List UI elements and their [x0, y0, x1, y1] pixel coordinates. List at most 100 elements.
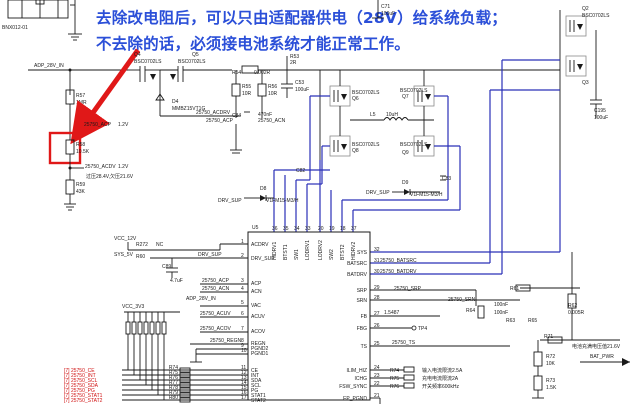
- u5-pin-num-13: 13: [241, 375, 247, 381]
- net-acdv: 25750_ACDV: [85, 164, 116, 170]
- u5-pin-vac: VAC: [251, 303, 261, 309]
- svg-text:R54: R54: [232, 70, 241, 76]
- svg-text:C82: C82: [296, 168, 305, 174]
- net-acdv-voltage: 1.2V: [118, 164, 129, 170]
- u5-pin-acp: ACP: [251, 281, 262, 287]
- u5-pin-acov: ACOV: [251, 329, 266, 335]
- u5-pin-hidrv1: HIDRV1: [272, 242, 278, 260]
- tp4: TP4: [418, 326, 427, 332]
- ilim-note: 输入电流限流2.5A: [422, 367, 463, 374]
- svg-text:100uF: 100uF: [594, 115, 608, 121]
- resistor-signal-6: R79: [169, 390, 178, 396]
- signal-25750-sda: [7] 25750_SDA: [64, 383, 99, 389]
- svg-text:R63: R63: [506, 318, 515, 324]
- c71-ref: C71: [381, 4, 390, 10]
- net-acp: 25750_ACP: [206, 118, 234, 124]
- svg-text:0.005R: 0.005R: [568, 310, 585, 316]
- svg-text:BSC0702LS: BSC0702LS: [178, 59, 206, 65]
- mosfet-q2: Q2 BSC0702LS: [565, 6, 610, 37]
- resistor-signal-2: R75: [169, 370, 178, 376]
- mosfet-q3: Q3: [565, 55, 589, 86]
- u5-pin-num-29: 29: [374, 285, 380, 291]
- svg-text:R61: R61: [510, 286, 519, 292]
- r272-ref: R272: [136, 242, 148, 248]
- r272-value: NC: [156, 242, 164, 248]
- u5-pin-num-20: 20: [318, 226, 324, 232]
- u5-pin-num-25: 25: [374, 341, 380, 347]
- u5-pin-regn: REGN: [251, 341, 266, 347]
- net-acov-voltage: 1.2V: [118, 122, 129, 128]
- u5-pin-lodrv1: LODRV1: [305, 240, 311, 260]
- resistor-r74: R74: [390, 368, 399, 374]
- net-adp: ADP_28V_IN: [34, 63, 64, 69]
- u5-pin-hidrv2: HIDRV2: [351, 242, 357, 260]
- u5-pin-fsw-sync: FSW_SYNC: [339, 384, 367, 390]
- svg-text:D8: D8: [260, 186, 267, 192]
- mosfet-q6: Q6 BSC0702LS: [329, 85, 380, 107]
- cap-val-2: 100nF: [494, 310, 508, 316]
- svg-text:R57: R57: [76, 93, 85, 99]
- r53-value: 2R: [290, 60, 297, 66]
- net-acn: 25750_ACN: [258, 118, 286, 124]
- svg-text:Q8: Q8: [352, 148, 359, 154]
- u5-pin-num-19: 19: [329, 226, 335, 232]
- u5-pin-num-22: 22: [374, 381, 380, 387]
- mosfet-q8: Q8 BSC0702LS: [329, 135, 380, 157]
- u5-pin-num-14: 14: [241, 380, 247, 386]
- resistor-r63: R63: [506, 318, 515, 324]
- u5-pin-lodrv2: LODRV2: [318, 240, 324, 260]
- u5-pin-stat2: STAT2: [251, 398, 266, 404]
- annotation-line-2: 不去除的话，必须接电池系统才能正常工作。: [96, 35, 411, 53]
- resistor-signal-4: R77: [169, 380, 178, 386]
- net-batdrv: 25750_BATDRV: [380, 269, 417, 275]
- capacitor-c53: C53 100uF: [281, 70, 309, 98]
- u5-pin-num-10: 10: [241, 348, 247, 354]
- resistor-signal-7: R80: [169, 395, 178, 401]
- svg-text:C84: C84: [232, 113, 241, 119]
- svg-text:R59: R59: [76, 182, 85, 188]
- net-adp-u5: ADP_28V_IN: [186, 296, 216, 302]
- u5-pin-num-31: 31: [374, 258, 380, 264]
- connector-ref: BNX012-01: [2, 25, 28, 31]
- net-ts: 25750_TS: [392, 340, 416, 346]
- svg-text:BSC0702LS: BSC0702LS: [400, 88, 428, 94]
- svg-text:BSC0702LS: BSC0702LS: [582, 13, 610, 19]
- r60-ref: R60: [136, 254, 145, 260]
- u5-pin-pgnd2: PGND2: [251, 346, 268, 352]
- red-arrow: [70, 48, 141, 145]
- net-drv-sup-2: DRV_SUP: [366, 190, 390, 196]
- resistor-r57: R57 1MR: [65, 89, 87, 106]
- mosfet-q7: Q7 BSC0702LS: [400, 85, 435, 107]
- u5-pin-srn: SRN: [356, 298, 367, 304]
- net-vcc12: VCC_12V: [114, 236, 137, 242]
- net-acn-u5: 25750_ACN: [202, 286, 230, 292]
- net-regn: 25750_REGN: [210, 338, 242, 344]
- svg-text:Q5: Q5: [192, 52, 199, 58]
- net-drv-sup-1: DRV_SUP: [218, 198, 242, 204]
- svg-text:C83: C83: [442, 176, 451, 182]
- u5-pin-num-28: 28: [374, 295, 380, 301]
- u5-pin-int: INT: [251, 373, 259, 379]
- resistor-r71: R71: [544, 334, 563, 344]
- u5-pin-ep-pgnd: EP_PGND: [343, 396, 367, 402]
- svg-text:Q9: Q9: [402, 150, 409, 156]
- inductor-l5: L5 10uH: [350, 112, 434, 121]
- svg-text:R64: R64: [466, 308, 475, 314]
- net-vcc3v3: VCC_3V3: [122, 304, 144, 310]
- cap-val-1: 100nF: [494, 302, 508, 308]
- u5-pin-sw1: SW1: [294, 249, 300, 260]
- r53-ref: R53: [290, 54, 299, 60]
- annotation-line-1: 去除改电阻后，可以只由适配器供电（28V）给系统负载；: [96, 9, 507, 27]
- u5-pin-ichg: ICHG: [355, 376, 368, 382]
- mosfet-q9: Q9 BSC0702LS: [400, 135, 435, 157]
- u5-pin-num-7: 7: [241, 326, 244, 332]
- r58-highlight-box: [48, 131, 82, 165]
- svg-text:R62: R62: [568, 303, 577, 309]
- svg-text:Q3: Q3: [582, 80, 589, 86]
- resistor-r64: R64: [466, 305, 485, 319]
- u5-pin-num-34: 34: [294, 226, 300, 232]
- svg-text:10uH: 10uH: [386, 112, 398, 118]
- input-connector: BNX012-01: [2, 0, 82, 41]
- net-sys5v: SYS_5V: [114, 252, 134, 258]
- svg-text:MMBZ15VT1G: MMBZ15VT1G: [172, 106, 205, 112]
